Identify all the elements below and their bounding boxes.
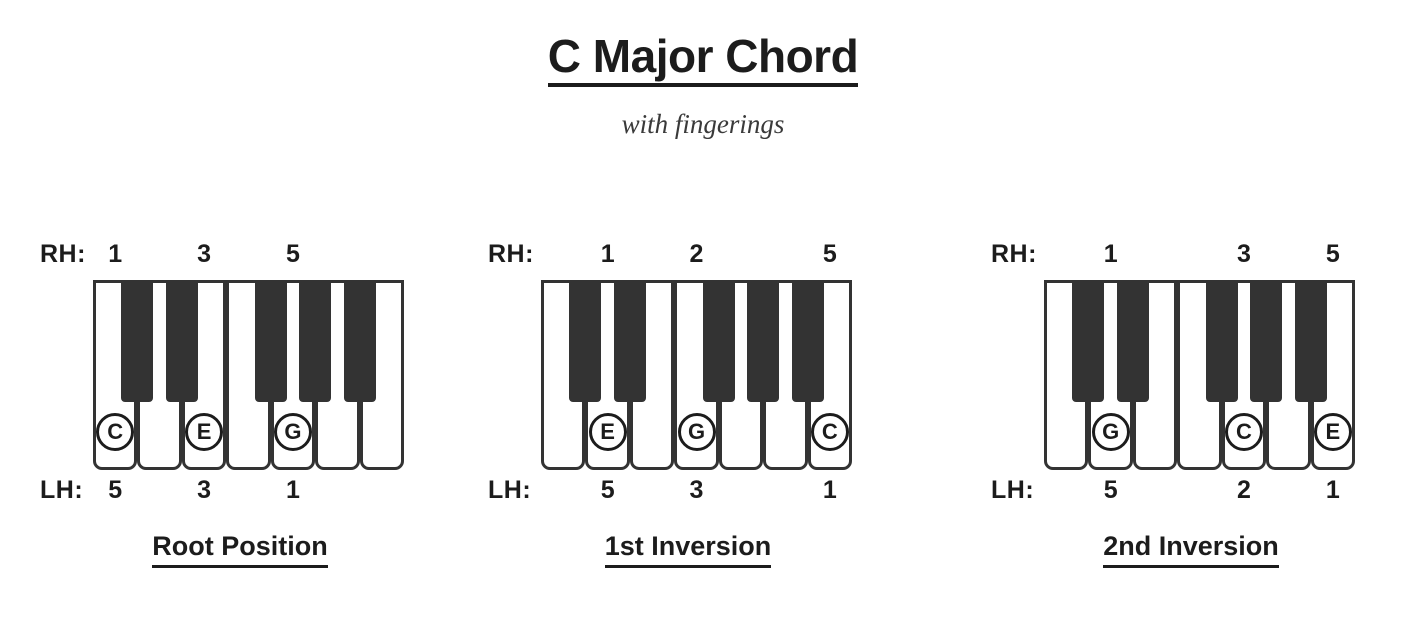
note-marker-E[interactable]: E [1313,413,1352,451]
rh-finger-number: 2 [689,240,704,268]
lh-finger-number: 5 [1103,476,1118,504]
lh-finger-number: 5 [108,476,123,504]
lh-finger-number: 1 [285,476,300,504]
left-hand-fingering-row: LH: 5 3 1 [478,476,898,506]
note-marker-C[interactable]: C [96,413,135,451]
rh-finger-number: 3 [1236,240,1251,268]
black-key-Fsharp[interactable] [254,280,287,402]
diagram-caption: 2nd Inversion [981,531,1401,568]
note-marker-G[interactable]: G [273,413,312,451]
note-marker-G[interactable]: G [1091,413,1130,451]
black-key-Csharp[interactable] [569,280,602,402]
black-key-Gsharp[interactable] [299,280,332,402]
black-key-Fsharp[interactable] [1205,280,1238,402]
left-hand-fingering-row: LH: 5 3 1 [30,476,450,506]
left-hand-fingering-row: LH: 5 2 1 [981,476,1401,506]
black-key-Asharp[interactable] [791,280,824,402]
rh-finger-number: 3 [197,240,212,268]
left-hand-label: LH: [488,476,532,504]
lh-finger-number: 5 [600,476,615,504]
black-key-Csharp[interactable] [121,280,154,402]
right-hand-label: RH: [40,240,86,268]
note-marker-E[interactable]: E [588,413,627,451]
black-key-Dsharp[interactable] [613,280,646,402]
black-key-Gsharp[interactable] [1250,280,1283,402]
lh-finger-number: 3 [689,476,704,504]
rh-finger-number: 5 [822,240,837,268]
lh-finger-number: 1 [822,476,837,504]
note-marker-C[interactable]: C [1224,413,1263,451]
diagram-caption-text: 1st Inversion [604,531,772,568]
note-marker-C[interactable]: C [810,413,849,451]
right-hand-label: RH: [991,240,1037,268]
rh-finger-number: 5 [1325,240,1340,268]
diagram-caption-text: Root Position [152,531,328,568]
title-container: C Major Chord [0,0,1406,87]
diagram-caption-text: 2nd Inversion [1103,531,1279,568]
note-marker-E[interactable]: E [185,413,224,451]
black-key-Fsharp[interactable] [702,280,735,402]
diagram-caption: 1st Inversion [478,531,898,568]
right-hand-fingering-row: RH: 1 2 5 [478,240,898,270]
rh-finger-number: 5 [285,240,300,268]
page-subtitle: with fingerings [621,108,785,139]
page-header: C Major Chord with fingerings [0,0,1406,140]
black-key-Dsharp[interactable] [1116,280,1149,402]
rh-finger-number: 1 [1103,240,1118,268]
note-marker-G[interactable]: G [677,413,716,451]
left-hand-label: LH: [991,476,1035,504]
black-key-Asharp[interactable] [1294,280,1327,402]
black-key-Gsharp[interactable] [747,280,780,402]
right-hand-label: RH: [488,240,534,268]
lh-finger-number: 3 [197,476,212,504]
lh-finger-number: 2 [1236,476,1251,504]
black-key-Dsharp[interactable] [165,280,198,402]
diagram-caption: Root Position [30,531,450,568]
page-title: C Major Chord [547,0,859,87]
black-key-Asharp[interactable] [343,280,376,402]
right-hand-fingering-row: RH: 1 3 5 [981,240,1401,270]
rh-finger-number: 1 [108,240,123,268]
right-hand-fingering-row: RH: 1 3 5 [30,240,450,270]
black-key-Csharp[interactable] [1072,280,1105,402]
lh-finger-number: 1 [1325,476,1340,504]
left-hand-label: LH: [40,476,84,504]
rh-finger-number: 1 [600,240,615,268]
